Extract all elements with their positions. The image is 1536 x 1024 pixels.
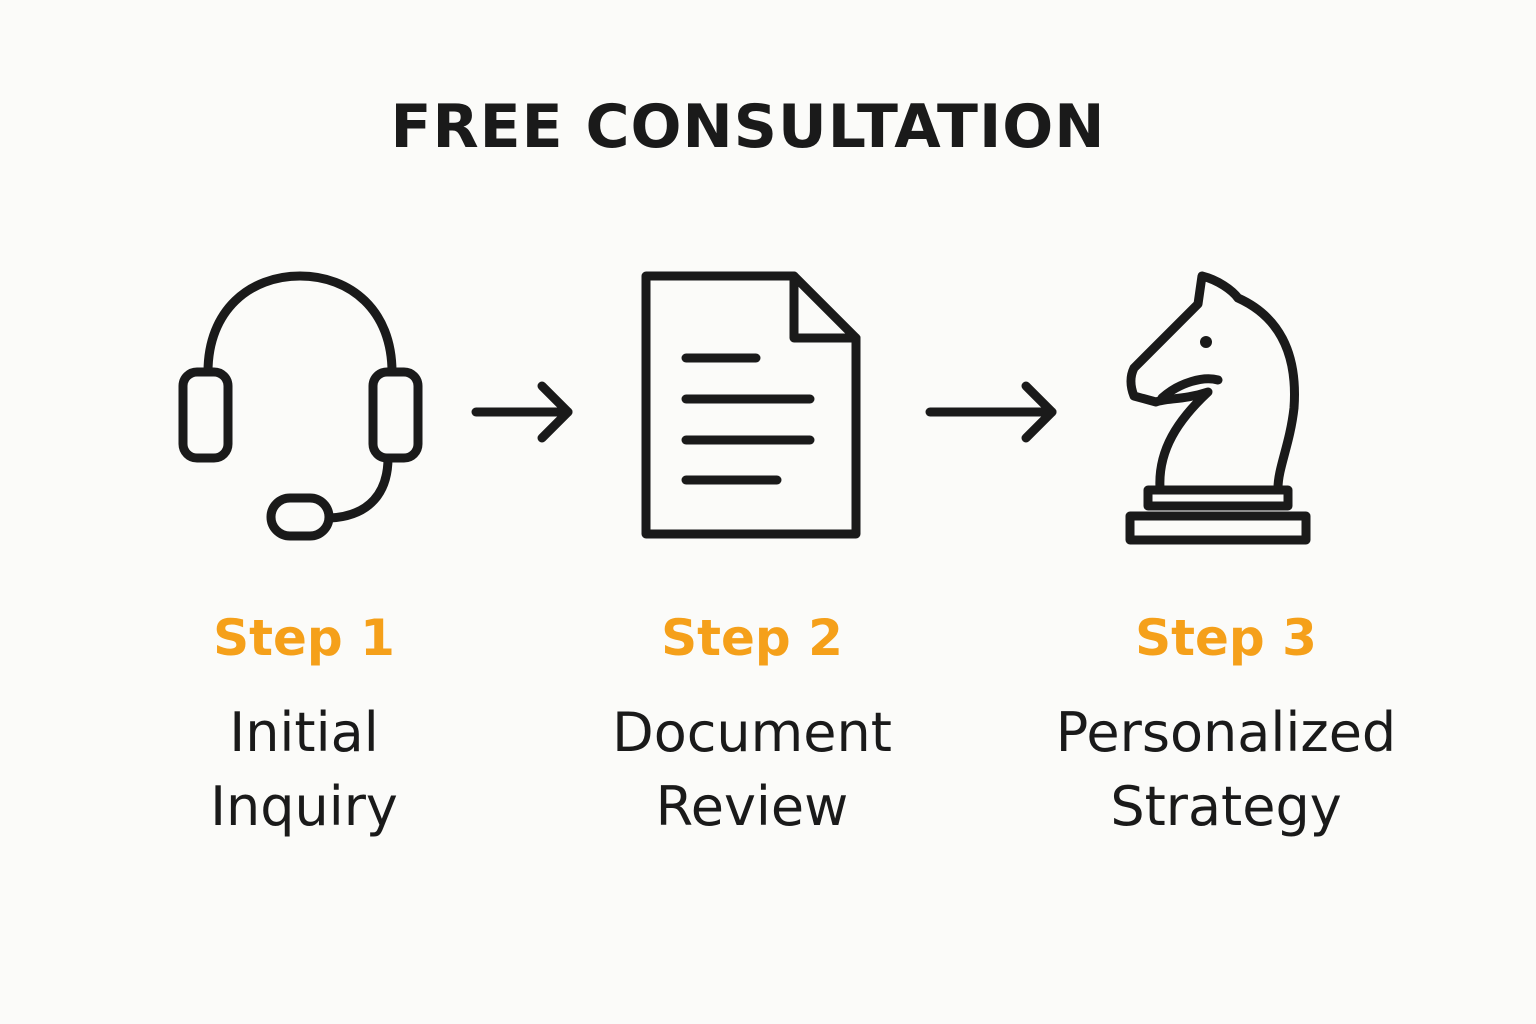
- step-1-desc-line2: Inquiry: [210, 775, 398, 838]
- page-title: FREE CONSULTATION: [390, 92, 1106, 162]
- arrow-right-icon: [924, 380, 1064, 448]
- step-3-desc-line2: Strategy: [1110, 775, 1342, 838]
- step-2-desc-line1: Document: [612, 701, 892, 764]
- step-3-description: Personalized Strategy: [1006, 696, 1446, 844]
- step-3: Step 3 Personalized Strategy: [1006, 608, 1446, 844]
- headset-icon: [170, 270, 440, 550]
- step-3-label: Step 3: [1135, 609, 1317, 667]
- step-1-label: Step 1: [213, 609, 395, 667]
- document-icon: [632, 266, 866, 548]
- step-1: Step 1 Initial Inquiry: [84, 608, 524, 844]
- arrow-right-icon: [470, 380, 580, 448]
- step-1-desc-line1: Initial: [229, 701, 379, 764]
- step-2-desc-line2: Review: [655, 775, 849, 838]
- step-2-label: Step 2: [661, 609, 843, 667]
- chess-knight-icon: [1120, 268, 1320, 548]
- step-2: Step 2 Document Review: [532, 608, 972, 844]
- step-1-description: Initial Inquiry: [84, 696, 524, 844]
- step-3-desc-line1: Personalized: [1055, 701, 1397, 764]
- step-2-description: Document Review: [532, 696, 972, 844]
